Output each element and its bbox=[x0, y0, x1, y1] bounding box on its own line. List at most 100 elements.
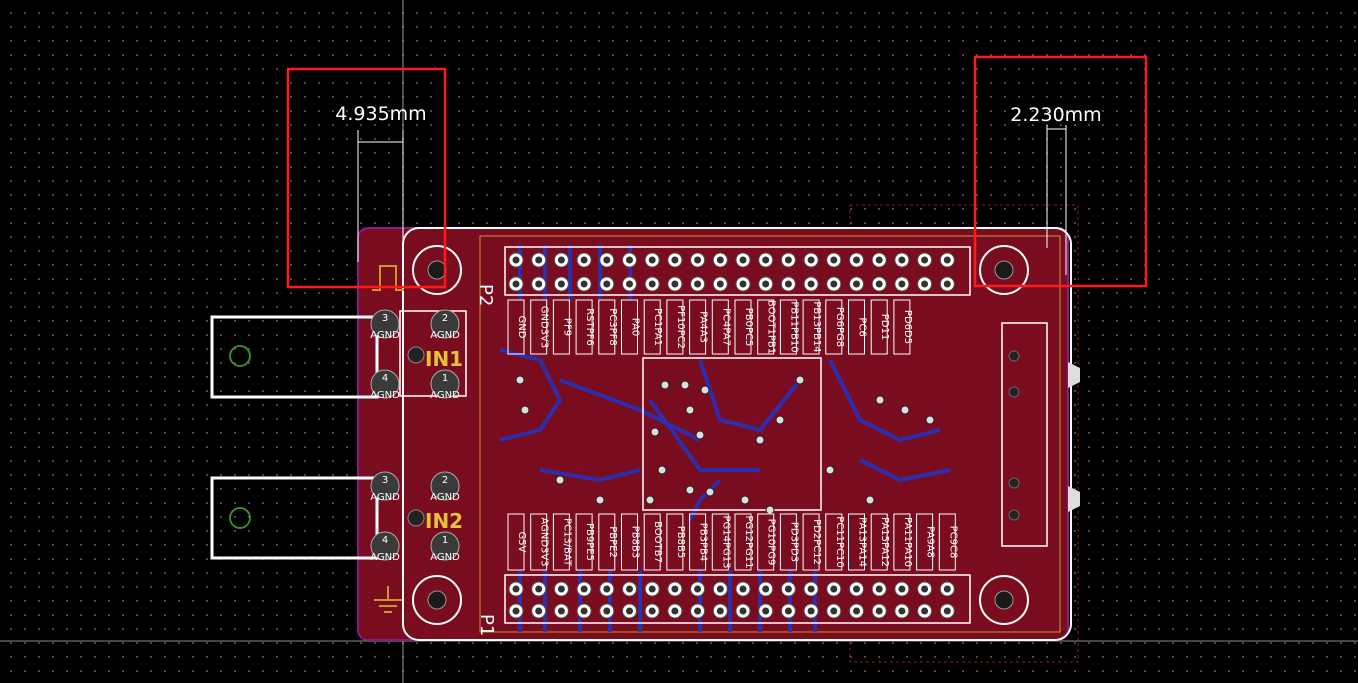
pin-label-box bbox=[621, 513, 638, 571]
header-pin-drill bbox=[875, 607, 883, 615]
header-pin-drill bbox=[943, 256, 951, 264]
header-p1-outline[interactable] bbox=[504, 574, 971, 624]
mounting-hole-tl[interactable] bbox=[412, 245, 462, 295]
header-pin-drill bbox=[535, 256, 543, 264]
pin-label-box bbox=[825, 299, 843, 355]
pin-label: BOOTB7 bbox=[652, 521, 663, 563]
header-pin-drill bbox=[557, 607, 565, 615]
header-pin-drill bbox=[512, 607, 520, 615]
pin-label: PC9C8 bbox=[947, 526, 958, 559]
header-pin-drill bbox=[762, 585, 770, 593]
pin-label: PBPE2 bbox=[607, 526, 618, 558]
header-pin-drill bbox=[898, 607, 906, 615]
header-pin-drill bbox=[671, 585, 679, 593]
header-pin-drill bbox=[512, 280, 520, 288]
header-pin-drill bbox=[626, 607, 633, 615]
header-pin-drill bbox=[694, 256, 702, 264]
header-pin-drill bbox=[535, 280, 543, 288]
pin-label: PB3PB4 bbox=[698, 523, 709, 562]
pin-label-box bbox=[779, 513, 797, 571]
header-p1-label: P1 bbox=[476, 614, 497, 636]
jack-in1-outline[interactable] bbox=[210, 315, 379, 399]
header-pin-drill bbox=[671, 256, 679, 264]
pin-label-box bbox=[689, 513, 707, 571]
mounting-hole-br[interactable] bbox=[979, 575, 1029, 625]
pin-label-box bbox=[598, 513, 616, 571]
pin-label: BOOT1PB1 bbox=[766, 300, 777, 354]
header-pin-drill bbox=[921, 585, 929, 593]
pin-label-box bbox=[825, 513, 843, 571]
pin-label: PB8B5 bbox=[675, 526, 686, 558]
pin-label-box bbox=[575, 299, 593, 355]
pin-label-box bbox=[507, 299, 525, 355]
pin-label-box bbox=[552, 299, 570, 355]
pin-label: PD2PC12 bbox=[811, 519, 822, 565]
jack-in1-hole bbox=[229, 345, 251, 367]
pin-label: PG12PG11 bbox=[743, 515, 754, 568]
pin-label-box bbox=[711, 513, 729, 571]
mounting-hole-bl[interactable] bbox=[412, 575, 462, 625]
side-connector-footprint[interactable] bbox=[1001, 322, 1048, 547]
dimension-right[interactable]: 2.230mm bbox=[1010, 104, 1102, 275]
header-pin-drill bbox=[535, 585, 543, 593]
side-pad[interactable] bbox=[1008, 350, 1020, 362]
pin-label: PG6PG8 bbox=[834, 307, 845, 347]
dimension-left[interactable]: 4.935mm bbox=[335, 103, 427, 262]
mcu-footprint[interactable] bbox=[642, 357, 822, 511]
pin-label-box bbox=[598, 299, 616, 355]
header-pin-drill bbox=[603, 256, 611, 264]
header-pin-drill bbox=[853, 256, 860, 264]
pin-label: PD6D5 bbox=[902, 310, 913, 344]
pin-label-box bbox=[621, 299, 638, 355]
header-pin-drill bbox=[648, 256, 656, 264]
pin-label-box bbox=[666, 299, 684, 355]
header-pin-drill bbox=[512, 585, 520, 593]
header-pin-drill bbox=[626, 280, 633, 288]
mounting-hole-tr[interactable] bbox=[979, 245, 1029, 295]
pad-net: AGND bbox=[430, 330, 460, 341]
pin-label-box bbox=[734, 299, 752, 355]
header-pin-drill bbox=[580, 585, 588, 593]
pin-label-box bbox=[870, 513, 888, 571]
pin-label: PF9 bbox=[561, 318, 572, 336]
pin-label-box bbox=[643, 299, 661, 355]
header-pin-drill bbox=[694, 280, 702, 288]
header-pin-drill bbox=[648, 585, 656, 593]
header-pin-drill bbox=[739, 585, 747, 593]
side-pad[interactable] bbox=[1008, 509, 1020, 521]
header-pin-drill bbox=[671, 280, 679, 288]
pin-label: PG10PG9 bbox=[766, 519, 777, 566]
jack-in2-outline[interactable] bbox=[210, 476, 379, 560]
side-pad[interactable] bbox=[1008, 477, 1020, 489]
pad-number: 4 bbox=[382, 535, 388, 546]
header-pin-drill bbox=[648, 607, 656, 615]
header-p2-outline[interactable] bbox=[504, 246, 971, 296]
dimension-right-text: 2.230mm bbox=[1010, 104, 1101, 126]
pin-label: PC3PF8 bbox=[607, 308, 618, 346]
header-pin-drill bbox=[716, 585, 724, 593]
header-pin-drill bbox=[603, 607, 611, 615]
pad-number: 3 bbox=[382, 313, 388, 324]
side-pad[interactable] bbox=[1008, 386, 1020, 398]
header-pin-drill bbox=[830, 585, 838, 593]
pin-label: PB0PC5 bbox=[743, 308, 754, 347]
pin-label-box bbox=[530, 513, 548, 571]
header-pin-drill bbox=[830, 607, 838, 615]
pad-net: AGND bbox=[370, 552, 400, 563]
vias bbox=[515, 375, 935, 515]
board-copper-pour bbox=[357, 227, 1069, 641]
header-pin-drill bbox=[898, 256, 906, 264]
header-pin-drill bbox=[716, 280, 724, 288]
